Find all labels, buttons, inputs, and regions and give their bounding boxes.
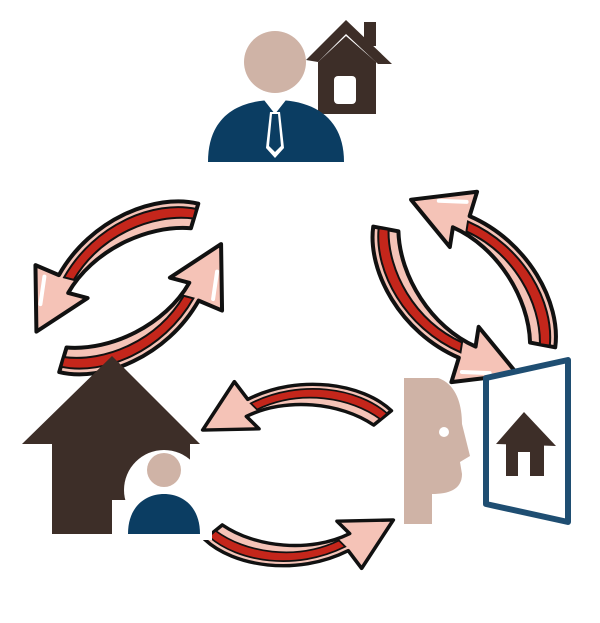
businessman-home-group [208,20,392,162]
exchange-arrows-icon [200,379,396,571]
exchange-arrows-icon [33,199,225,377]
mind-home-group [404,357,571,525]
home-resident-group [22,356,212,540]
person-icon [112,450,212,540]
picture-frame-icon [483,357,571,525]
businessman-icon [208,31,344,162]
house-icon [496,412,556,476]
head-profile-icon [404,378,470,524]
house-icon [306,20,392,114]
exchange-arrows-icon [370,189,558,385]
